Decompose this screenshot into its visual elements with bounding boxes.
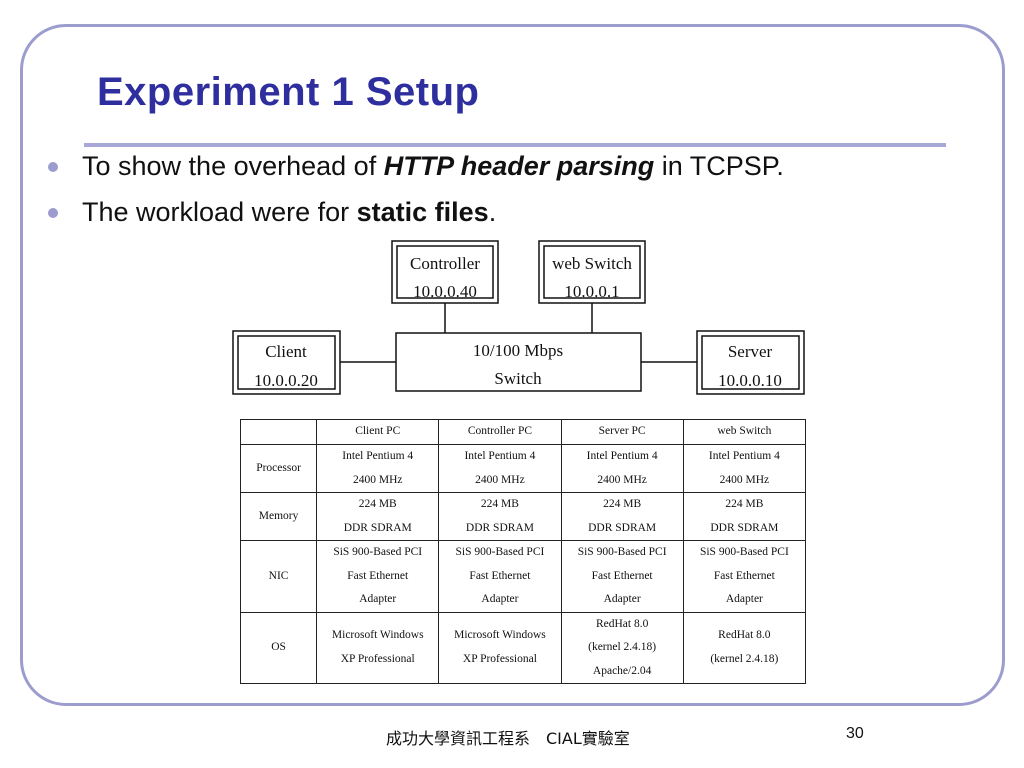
cell-line: Intel Pentium 4 — [464, 450, 536, 462]
table-cell: 224 MB DDR SDRAM — [316, 492, 440, 541]
cell-line: Intel Pentium 4 — [586, 450, 658, 462]
column-header: Server PC — [560, 419, 684, 445]
cell-line: Fast Ethernet — [713, 569, 775, 582]
switch-label: Switch — [494, 369, 542, 388]
controller-ip: 10.0.0.40 — [413, 282, 477, 301]
table-cell: Intel Pentium 4 2400 MHz — [682, 444, 807, 493]
cell-line: Adapter — [481, 593, 519, 605]
cell-line: Adapter — [359, 593, 397, 605]
controller-node: Controller 10.0.0.40 — [391, 240, 499, 304]
row-header: OS — [239, 611, 318, 684]
cell-line: SiS 900-Based PCI — [699, 546, 789, 558]
table-cell: 224 MB DDR SDRAM — [438, 492, 562, 541]
cell-line: Microsoft Windows — [454, 629, 546, 642]
row-header: Processor — [239, 444, 318, 493]
web-switch-ip: 10.0.0.1 — [564, 282, 619, 301]
cell-line: Adapter — [603, 593, 641, 605]
table-cell: RedHat 8.0 (kernel 2.4.18) — [682, 611, 807, 684]
table-header-row: Client PC Controller PC Server PC web Sw… — [239, 419, 807, 445]
cell-line: DDR SDRAM — [710, 521, 779, 534]
column-header: Client PC — [316, 419, 440, 445]
cell-line: SiS 900-Based PCI — [455, 546, 545, 558]
client-node: Client 10.0.0.20 — [232, 330, 341, 395]
cell-line: SiS 900-Based PCI — [577, 546, 667, 558]
table-cell: Microsoft Windows XP Professional — [438, 611, 562, 684]
table-cell: 224 MB DDR SDRAM — [560, 492, 684, 541]
cell-line: RedHat 8.0 — [718, 629, 771, 642]
table-cell: 224 MB DDR SDRAM — [682, 492, 807, 541]
cell-line: Intel Pentium 4 — [342, 450, 414, 462]
switch-speed: 10/100 Mbps — [473, 341, 563, 360]
bullet-text: To show the overhead of — [82, 151, 384, 181]
bullet-text: The workload were for — [82, 197, 357, 227]
table-cell: Intel Pentium 4 2400 MHz — [438, 444, 562, 493]
controller-name: Controller — [410, 254, 480, 273]
cell-line: (kernel 2.4.18) — [588, 641, 657, 653]
cell-line: Fast Ethernet — [347, 569, 409, 582]
footer-organization: 成功大學資訊工程系 CIAL實驗室 — [386, 729, 630, 748]
cell-line: 224 MB — [725, 498, 764, 510]
cell-line: RedHat 8.0 — [595, 617, 649, 630]
client-ip: 10.0.0.20 — [254, 371, 318, 390]
cell-line: XP Professional — [340, 652, 415, 665]
web-switch-name: web Switch — [552, 254, 632, 273]
column-header: web Switch — [682, 419, 807, 445]
page-number: 30 — [846, 725, 864, 742]
cell-line: 224 MB — [358, 498, 397, 510]
cell-line: Apache/2.04 — [592, 664, 652, 677]
row-header: NIC — [239, 540, 318, 613]
bullet-item: To show the overhead of HTTP header pars… — [48, 146, 784, 192]
cell-line: DDR SDRAM — [343, 521, 412, 534]
server-name: Server — [728, 342, 773, 361]
table-cell: Intel Pentium 4 2400 MHz — [316, 444, 440, 493]
cell-line: Intel Pentium 4 — [708, 450, 780, 462]
table-cell: RedHat 8.0 (kernel 2.4.18) Apache/2.04 — [560, 611, 684, 684]
cell-line: 2400 MHz — [352, 473, 403, 486]
cell-line: Microsoft Windows — [331, 629, 424, 642]
title-underline — [84, 143, 946, 147]
bullet-list: To show the overhead of HTTP header pars… — [48, 146, 784, 238]
column-header: Controller PC — [438, 419, 562, 445]
row-header: Memory — [239, 492, 318, 541]
server-node: Server 10.0.0.10 — [696, 330, 805, 395]
web-switch-node: web Switch 10.0.0.1 — [538, 240, 646, 304]
cell-line: 2400 MHz — [475, 473, 525, 486]
table-cell: Microsoft Windows XP Professional — [316, 611, 440, 684]
client-name: Client — [265, 342, 307, 361]
cell-line: 2400 MHz — [719, 473, 770, 486]
slide-title: Experiment 1 Setup — [97, 70, 480, 114]
cell-line: Fast Ethernet — [591, 569, 653, 582]
cell-line: 224 MB — [480, 498, 519, 510]
bullet-text: in TCPSP. — [654, 151, 784, 181]
hardware-spec-table: Client PC Controller PC Server PC web Sw… — [239, 419, 807, 684]
bullet-emphasis: HTTP header parsing — [383, 151, 655, 181]
cell-line: Adapter — [725, 593, 763, 605]
bullet-dot-icon — [48, 208, 58, 218]
cell-line: 2400 MHz — [597, 473, 647, 486]
central-switch-node: 10/100 Mbps Switch — [395, 332, 642, 392]
bullet-text: . — [488, 197, 497, 227]
cell-line: DDR SDRAM — [465, 521, 534, 534]
table-cell: Intel Pentium 4 2400 MHz — [560, 444, 684, 493]
bullet-item: The workload were for static files. — [48, 192, 784, 238]
column-header — [239, 419, 318, 445]
bullet-dot-icon — [48, 162, 58, 172]
cell-line: SiS 900-Based PCI — [333, 546, 423, 558]
server-ip: 10.0.0.10 — [718, 371, 782, 390]
cell-line: 224 MB — [603, 498, 642, 510]
cell-line: Fast Ethernet — [469, 569, 531, 582]
cell-line: DDR SDRAM — [588, 521, 657, 534]
bullet-emphasis: static files — [356, 197, 489, 227]
cell-line: XP Professional — [462, 652, 537, 665]
cell-line: (kernel 2.4.18) — [710, 652, 779, 665]
